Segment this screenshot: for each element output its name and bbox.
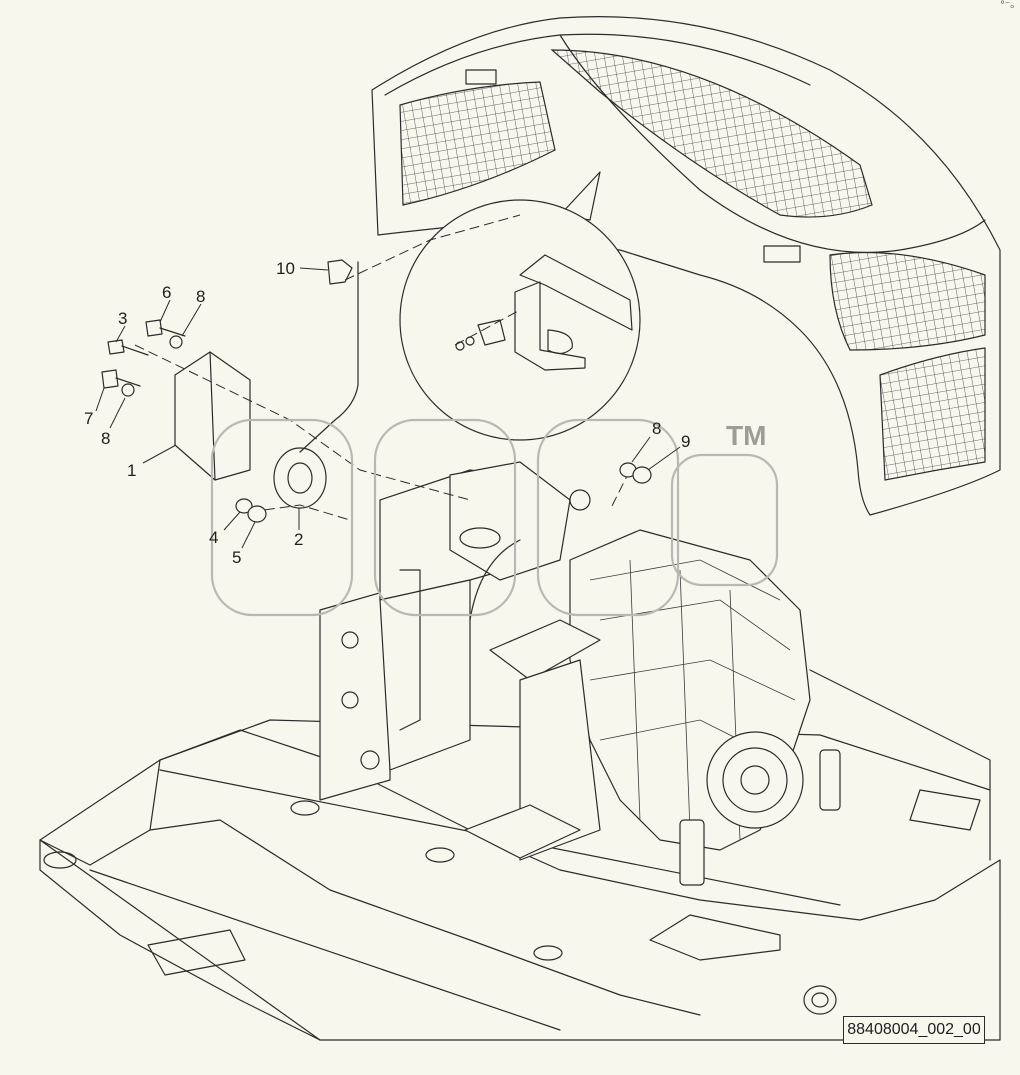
top-mesh-grille [550, 49, 873, 218]
engine-block [464, 489, 841, 886]
part-9-nut [632, 466, 652, 484]
callout-3: 3 [118, 309, 127, 328]
callout-leaders [95, 267, 681, 549]
radiator-assembly [319, 461, 571, 801]
part-5-nut [247, 505, 267, 523]
left-mesh-grille [399, 81, 556, 206]
callout-7: 7 [84, 409, 93, 428]
engine-hood [371, 16, 1001, 516]
part-7-bolt [101, 369, 119, 389]
part-2-clamp [273, 447, 327, 509]
right-lower-mesh-grille [879, 347, 986, 481]
callout-5: 5 [232, 548, 241, 567]
hinge-right [763, 245, 801, 263]
part-8-washer-upper [169, 335, 183, 349]
part-3-bolt [107, 339, 125, 355]
exploded-parts [101, 214, 652, 523]
watermark-logo: TM [210, 418, 779, 617]
callout-6: 6 [162, 283, 171, 302]
callout-8-upper: 8 [196, 287, 205, 306]
callout-8-right: 8 [652, 419, 661, 438]
drawing-reference-number: 88408004_002_00 [843, 1016, 985, 1044]
callout-8-lower: 8 [101, 429, 110, 448]
hinge-left [465, 69, 497, 85]
corner-mark: °⁻ₒ [1000, 0, 1015, 11]
callout-4: 4 [209, 528, 218, 547]
part-10-clip [327, 259, 353, 285]
part-4-washer [235, 498, 253, 514]
callout-numbers: 10 6 8 3 7 8 1 4 5 2 8 9 [84, 259, 690, 567]
part-6-bolt [145, 319, 163, 337]
detail-view-circle [399, 171, 641, 441]
callout-2: 2 [294, 530, 303, 549]
right-upper-mesh-grille [829, 251, 986, 351]
part-8-washer-lower [121, 383, 135, 397]
part-10-rod [299, 261, 359, 453]
fuel-filter [819, 749, 841, 811]
chassis-frame [39, 669, 1001, 1041]
callout-1: 1 [127, 461, 136, 480]
callout-9: 9 [681, 432, 690, 451]
callout-10: 10 [276, 259, 295, 278]
watermark-trademark: TM [726, 420, 766, 451]
oil-filter [679, 819, 705, 886]
